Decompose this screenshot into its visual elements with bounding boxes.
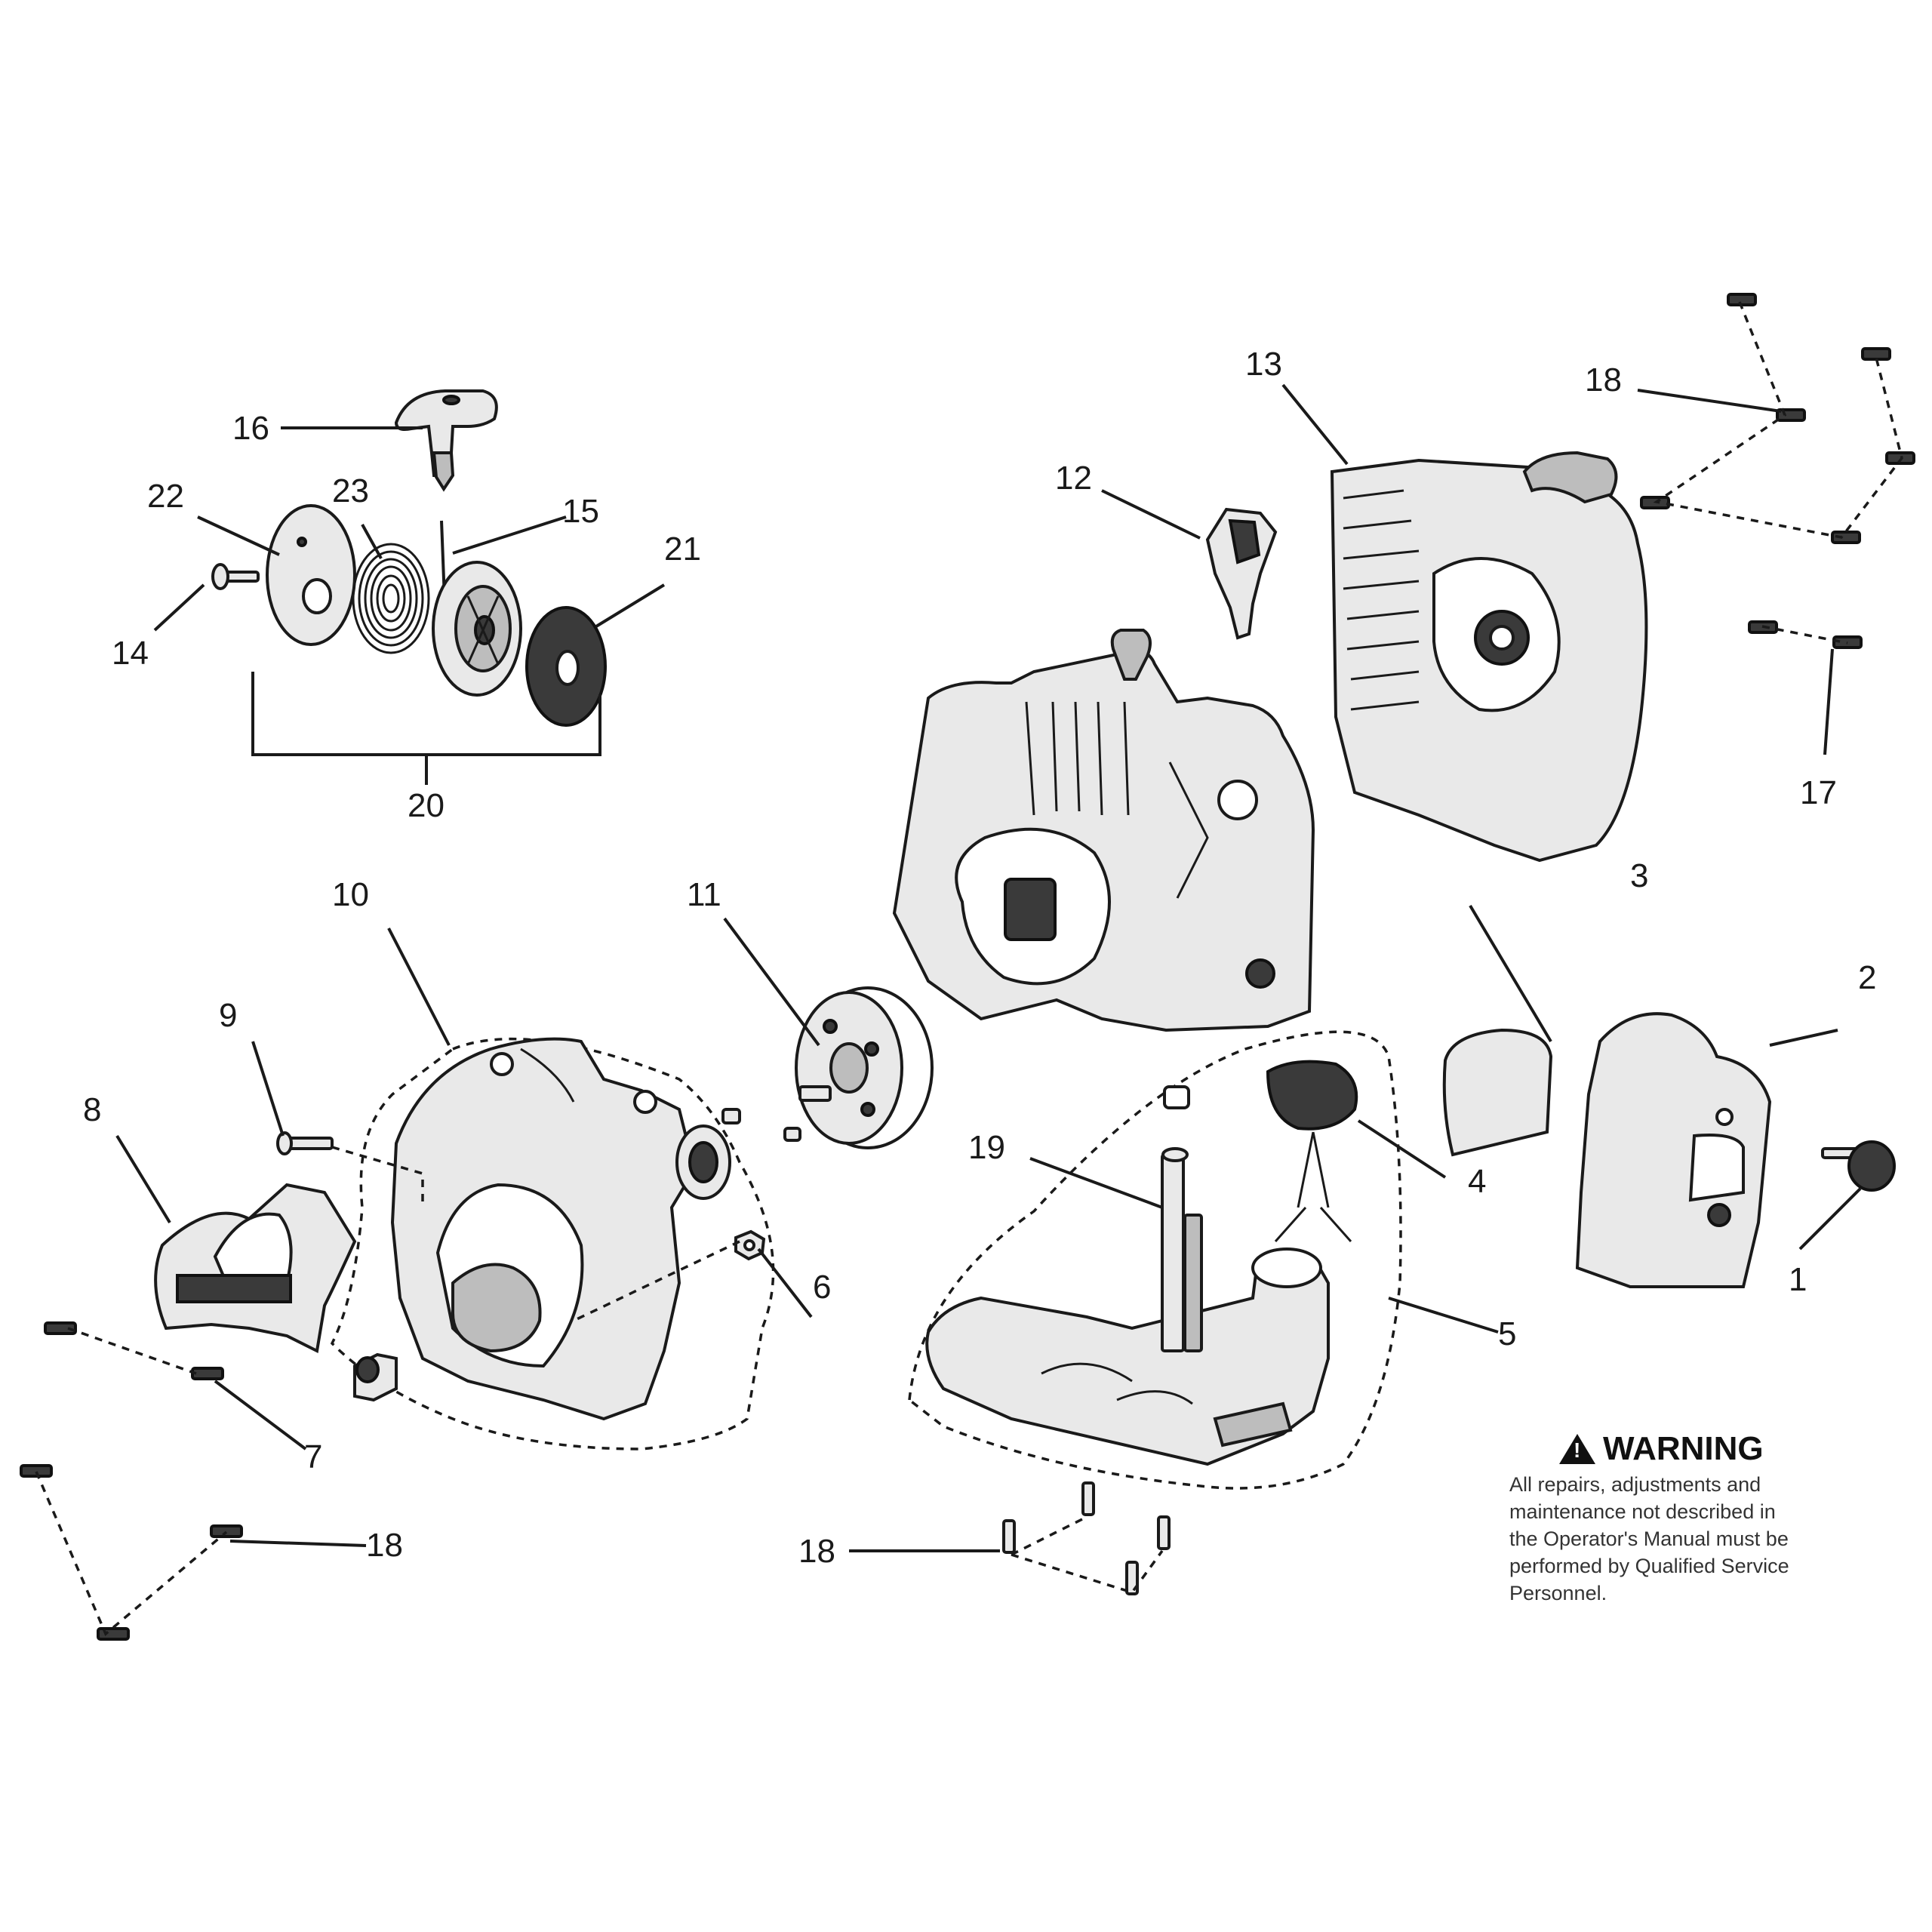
warning-body: All repairs, adjustments and maintenance… [1509, 1471, 1887, 1607]
engine-cover-part [1330, 451, 1648, 863]
part-label-17: 17 [1800, 774, 1837, 811]
seal-part [675, 1124, 731, 1200]
part-label-3: 3 [1630, 857, 1648, 894]
part-label-18-bottom: 18 [798, 1533, 835, 1570]
warning-title-text: WARNING [1603, 1430, 1764, 1467]
screw-7-part [44, 1321, 224, 1380]
warning-line: performed by Qualified Service [1509, 1555, 1789, 1577]
clutch-drum-part [795, 986, 934, 1149]
screw-18-left-part [20, 1464, 243, 1641]
air-filter-cover-part [1575, 1012, 1772, 1288]
part-label-13: 13 [1245, 346, 1282, 383]
part-label-15: 15 [562, 493, 599, 530]
starter-washer-part [525, 606, 607, 727]
rope-pulley-part [432, 520, 522, 697]
fuel-cap-part [1266, 1060, 1358, 1242]
warning-line: the Operator's Manual must be [1509, 1527, 1789, 1550]
part-label-5: 5 [1498, 1315, 1516, 1352]
assembly-outline-10 [330, 1037, 775, 1451]
starter-screw-part [211, 563, 260, 590]
nut-6-part [734, 1229, 766, 1261]
starter-plate-part [266, 504, 356, 646]
engine-block-part [892, 629, 1315, 1032]
starter-handle-part [394, 389, 498, 492]
bushing-part [353, 1352, 398, 1402]
part-label-23: 23 [332, 472, 369, 509]
part-label-16: 16 [232, 410, 269, 447]
part-label-10: 10 [332, 876, 369, 913]
part-label-19: 19 [968, 1129, 1005, 1166]
small-pin-part [721, 1108, 801, 1142]
part-label-7: 7 [304, 1438, 322, 1475]
assembly-bracket [251, 672, 601, 785]
fuel-pickup-part [1161, 1147, 1203, 1352]
part-label-6: 6 [813, 1269, 831, 1306]
part-label-20: 20 [408, 787, 445, 824]
bolt-9-part [276, 1131, 334, 1155]
warning-notice: ! WARNING All repairs, adjustments and m… [1509, 1430, 1902, 1607]
part-label-8: 8 [83, 1091, 101, 1128]
part-label-9: 9 [219, 997, 237, 1034]
warning-line: Personnel. [1509, 1582, 1607, 1604]
warning-triangle-icon: ! [1559, 1434, 1595, 1464]
part-label-4: 4 [1468, 1163, 1486, 1200]
grommet-part [1163, 1085, 1190, 1109]
recoil-spring-part [352, 543, 430, 654]
shield-plate-part [154, 1183, 357, 1353]
part-label-22: 22 [147, 478, 184, 515]
part-label-18-left: 18 [366, 1527, 403, 1564]
warning-line: maintenance not described in [1509, 1500, 1776, 1523]
knob-part [1821, 1140, 1896, 1192]
fuel-tank-part [925, 1247, 1330, 1466]
part-label-11: 11 [687, 876, 721, 913]
choke-lever-part [1205, 507, 1278, 640]
part-label-21: 21 [664, 531, 701, 568]
part-label-2: 2 [1858, 959, 1876, 996]
fan-housing-part [390, 1037, 697, 1421]
leader-lines [115, 383, 1862, 1552]
warning-line: All repairs, adjustments and [1509, 1473, 1761, 1496]
filter-element-part [1442, 1028, 1553, 1157]
part-label-1: 1 [1789, 1261, 1807, 1298]
part-label-14: 14 [112, 635, 149, 672]
assembly-outline-5 [908, 1030, 1402, 1490]
part-label-18-top: 18 [1585, 361, 1622, 398]
part-label-12: 12 [1055, 460, 1092, 497]
warning-heading: ! WARNING [1559, 1430, 1902, 1468]
screw-18-bottom-part [1002, 1481, 1171, 1595]
